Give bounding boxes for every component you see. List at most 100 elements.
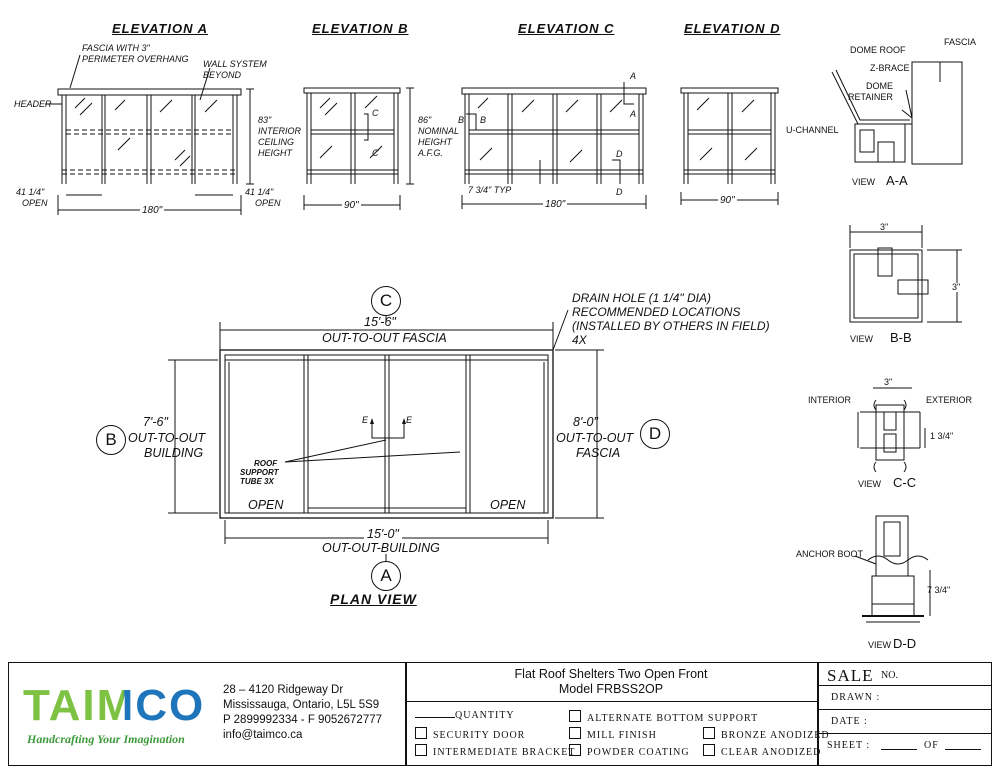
header-note: HEADER (14, 99, 52, 109)
product-model: Model FRBSS2OP (558, 682, 664, 696)
plan-view-drawing (168, 309, 604, 562)
elevation-d-drawing (680, 87, 779, 205)
wall-note-1: WALL SYSTEM (203, 59, 267, 69)
roof-note-3: TUBE 3X (240, 477, 274, 486)
roof-note-2: SUPPORT (240, 468, 279, 477)
opt-security-door-label: SECURITY DOOR (433, 730, 526, 741)
elev-c-mark-b2: B (480, 115, 487, 125)
dd-name: D-D (893, 636, 917, 651)
cc-name: C-C (893, 475, 917, 490)
bb-view: VIEW (850, 334, 874, 344)
plan-open-right: OPEN (490, 498, 526, 512)
plan-left-dim: 7'-6" (143, 415, 168, 429)
view-aa-drawing (831, 61, 963, 165)
elevation-d-title: ELEVATION D (684, 21, 781, 36)
address-line-1: 28 – 4120 Ridgeway Dr (223, 684, 344, 696)
checkbox-intermediate-bracket[interactable] (415, 744, 427, 756)
plan-circle-c: C (371, 286, 401, 316)
opt-alt-bottom-label: ALTERNATE BOTTOM SUPPORT (587, 713, 759, 724)
quantity-label: QUANTITY (455, 710, 515, 721)
checkbox-alt-bottom[interactable] (569, 710, 581, 722)
view-dd-drawing (854, 515, 931, 623)
plan-right-label-1: OUT-TO-OUT (556, 431, 634, 445)
elev-b-h3: HEIGHT (418, 137, 453, 147)
sale-no: NO. (881, 670, 898, 681)
aa-fascia: FASCIA (944, 37, 977, 47)
elev-a-width: 180" (140, 205, 165, 216)
sale-label: SALE (827, 666, 874, 685)
elev-c-typ: 7 3/4" TYP (468, 185, 512, 195)
aa-retainer: RETAINER (848, 92, 893, 102)
plan-right-dim: 8'-0" (573, 415, 598, 429)
roof-note-1: ROOF (254, 459, 278, 468)
drain-note-3: (INSTALLED BY OTHERS IN FIELD) (572, 319, 770, 333)
checkbox-security-door[interactable] (415, 727, 427, 739)
phone-fax: P 2899992334 - F 9052672777 (223, 714, 383, 726)
view-bb-drawing (849, 225, 962, 323)
checkbox-mill-finish[interactable] (569, 727, 581, 739)
opt-powder-coating-label: POWDER COATING (587, 747, 690, 758)
email: info@taimco.ca (223, 729, 303, 741)
fascia-note-2: PERIMETER OVERHANG (82, 54, 189, 64)
elev-b-width: 90" (342, 200, 361, 211)
fascia-note-1: FASCIA WITH 3" (82, 43, 150, 53)
product-title: Flat Roof Shelters Two Open Front (514, 667, 708, 681)
opt-mill-finish-label: MILL FINISH (587, 730, 657, 741)
cc-exterior: EXTERIOR (926, 395, 973, 405)
drawn-label: DRAWN : (831, 692, 881, 703)
elev-b-h1: 86" (418, 115, 432, 125)
opt-alt-bottom[interactable]: ALTERNATE BOTTOM SUPPORT (569, 710, 758, 724)
checkbox-powder-coating[interactable] (569, 744, 581, 756)
title-block: TAIMCO Handcrafting Your Imagination 28 … (8, 662, 992, 766)
sheet-field[interactable] (881, 749, 917, 750)
elev-a-open-right: OPEN (255, 198, 281, 208)
opt-security-door[interactable]: SECURITY DOOR (415, 727, 525, 741)
plan-circle-a: A (371, 561, 401, 591)
plan-section-e1: E (362, 415, 369, 425)
elev-a-h1: 83" (258, 115, 272, 125)
dd-anchor: ANCHOR BOOT (796, 549, 864, 559)
elev-a-open-left-dim: 41 1/4" (16, 187, 45, 197)
elev-c-mark-a2: A (630, 109, 637, 119)
address-line-2: Mississauga, Ontario, L5L 5S9 (223, 699, 380, 711)
dd-dim-side: 7 3/4" (927, 585, 951, 595)
date-label: DATE : (831, 716, 868, 727)
aa-dome: DOME (866, 81, 893, 91)
plan-bottom-dim: 15'-0" (364, 528, 402, 541)
plan-left-label-2: BUILDING (144, 446, 204, 460)
opt-clear-anodized-label: CLEAR ANODIZED (721, 747, 822, 758)
opt-intermediate-bracket[interactable]: INTERMEDIATE BRACKET (415, 744, 576, 758)
checkbox-clear-anodized[interactable] (703, 744, 715, 756)
elev-a-open-left: OPEN (22, 198, 48, 208)
elev-c-width: 180" (543, 199, 568, 210)
plan-left-label-1: OUT-TO-OUT (128, 431, 206, 445)
elev-d-width: 90" (718, 195, 737, 206)
elevation-c-title: ELEVATION C (518, 21, 615, 36)
wall-note-2: BEYOND (203, 70, 242, 80)
opt-intermediate-bracket-label: INTERMEDIATE BRACKET (433, 747, 576, 758)
opt-clear-anodized[interactable]: CLEAR ANODIZED (703, 744, 821, 758)
elev-a-h4: HEIGHT (258, 148, 293, 158)
elev-c-mark-d1: D (616, 149, 623, 159)
cc-dim-side: 1 3/4" (930, 431, 954, 441)
cc-interior: INTERIOR (808, 395, 852, 405)
plan-open-left: OPEN (248, 498, 284, 512)
logo-text: TAIMCO (23, 681, 205, 731)
view-cc-drawing (857, 387, 926, 473)
opt-powder-coating[interactable]: POWDER COATING (569, 744, 690, 758)
elev-c-mark-a1: A (630, 71, 637, 81)
logo-tagline: Handcrafting Your Imagination (27, 732, 185, 746)
checkbox-bronze[interactable] (703, 727, 715, 739)
elevation-c-drawing (461, 82, 647, 209)
elev-c-mark-d2: D (616, 187, 623, 197)
of-field[interactable] (945, 749, 981, 750)
elevation-b-title: ELEVATION B (312, 21, 409, 36)
opt-bronze[interactable]: BRONZE ANODIZED (703, 727, 830, 741)
aa-name: A-A (886, 173, 908, 188)
elev-a-h3: CEILING (258, 137, 295, 147)
opt-mill-finish[interactable]: MILL FINISH (569, 727, 657, 741)
aa-view: VIEW (852, 177, 876, 187)
plan-top-dim: 15'-6" (364, 315, 396, 329)
elevation-a-drawing (45, 54, 254, 215)
